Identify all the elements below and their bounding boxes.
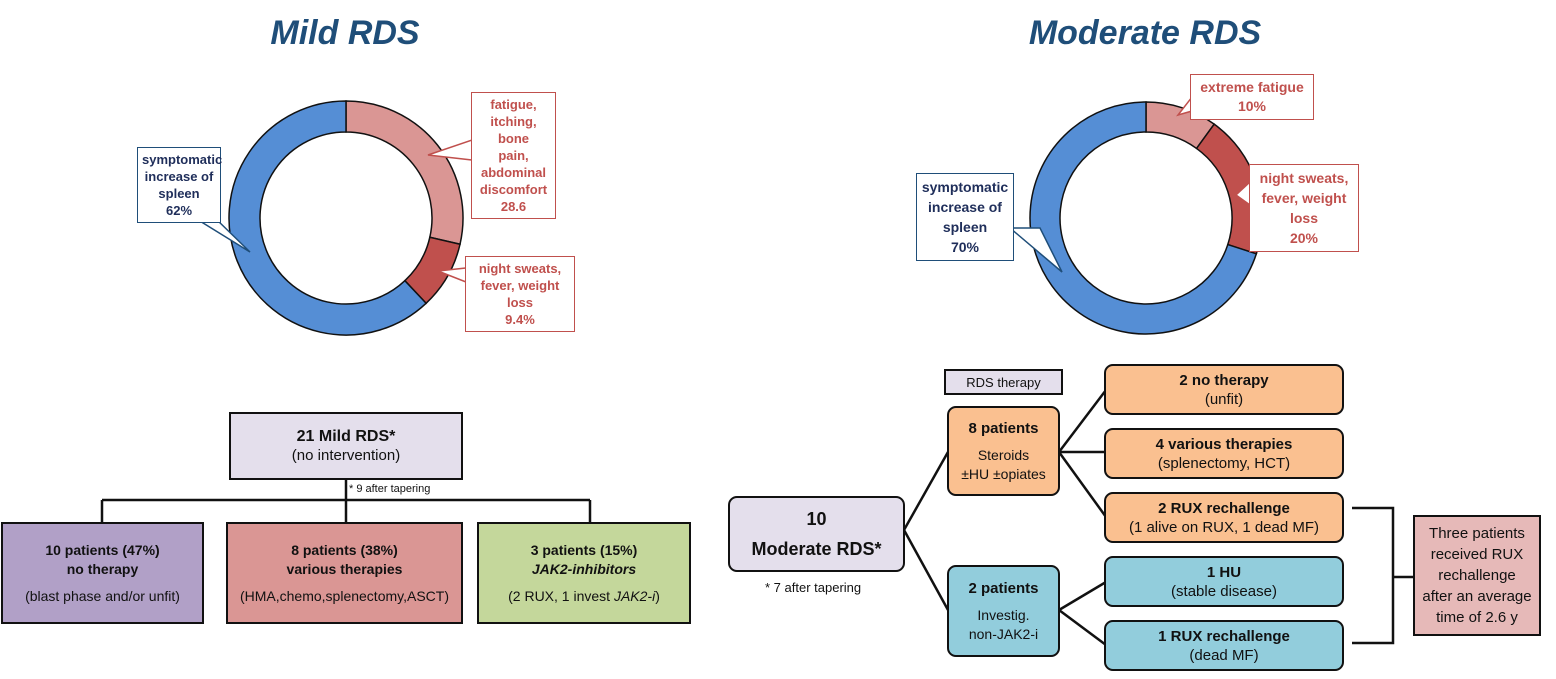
- moderate-root-box: 10 Moderate RDS*: [728, 496, 905, 572]
- outcome-title: 2 no therapy: [1179, 371, 1269, 389]
- root-title: 21 Mild RDS*: [296, 428, 396, 445]
- callout-line: spleen: [158, 186, 200, 201]
- branch-count: 3 patients (15%): [530, 541, 638, 558]
- callout-line: itching, bone: [490, 114, 537, 146]
- rux-summary-box: Three patients received RUX rechallenge …: [1413, 515, 1541, 636]
- detail-text: ): [655, 587, 660, 604]
- mild-branch-various: 8 patients (38%) various therapies (HMA,…: [226, 522, 463, 624]
- callout-line: pain,: [498, 148, 529, 163]
- mod-sweats-callout: night sweats, fever, weight loss 20%: [1249, 164, 1359, 252]
- outcome-title: 1 HU: [1206, 563, 1242, 581]
- group-detail: ±HU ±opiates: [961, 465, 1046, 482]
- outcome-detail: (stable disease): [1171, 582, 1277, 600]
- branch-count: 10 patients (47%): [45, 541, 160, 558]
- detail-text: (2 RUX, 1 invest: [508, 587, 614, 604]
- callout-line: discomfort: [479, 182, 548, 197]
- group-detail: non-JAK2-i: [968, 625, 1039, 642]
- moderate-footnote: * 7 after tapering: [765, 580, 862, 595]
- branch-detail: (HMA,chemo,splenectomy,ASCT): [239, 587, 449, 604]
- outcome-hu: 1 HU (stable disease): [1104, 556, 1344, 607]
- donut-slice-symptomatic: [1029, 101, 1258, 335]
- callout-line: symptomatic: [921, 179, 1009, 195]
- outcome-title: 2 RUX rechallenge: [1158, 499, 1290, 517]
- group-investig: 2 patients Investig. non-JAK2-i: [947, 565, 1060, 657]
- callout-line: 28.6: [500, 199, 527, 214]
- root-subtitle: (no intervention): [291, 447, 401, 464]
- mod-fatigue-callout: extreme fatigue 10%: [1190, 74, 1314, 120]
- group-title: 2 patients: [968, 579, 1039, 597]
- mild-fatigue-callout: fatigue, itching, bone pain, abdominal d…: [471, 92, 556, 219]
- mod-spleen-pointer: [1007, 227, 1063, 273]
- outcome-rux-rechallenge-1: 2 RUX rechallenge (1 alive on RUX, 1 dea…: [1104, 492, 1344, 543]
- legend-label: RDS therapy: [966, 374, 1041, 390]
- branch-label: no therapy: [66, 560, 139, 577]
- moderate-title: Moderate RDS: [1028, 14, 1262, 52]
- mild-sweats-callout: night sweats, fever, weight loss 9.4%: [465, 256, 575, 332]
- mild-root-box: 21 Mild RDS* (no intervention): [229, 412, 463, 480]
- donut-slice-symptomatic: [228, 100, 428, 336]
- callout-line: extreme fatigue: [1200, 79, 1304, 95]
- mild-footnote: * 9 after tapering: [349, 483, 431, 495]
- outcome-no-therapy: 2 no therapy (unfit): [1104, 364, 1344, 415]
- root-count: 10: [806, 509, 827, 529]
- summary-line: time of 2.6 y: [1436, 609, 1518, 626]
- callout-line: abdominal: [480, 165, 546, 180]
- outcome-detail: (1 alive on RUX, 1 dead MF): [1128, 518, 1320, 536]
- root-title: Moderate RDS*: [751, 539, 882, 559]
- callout-line: 10%: [1237, 98, 1267, 114]
- group-detail: Steroids: [977, 446, 1030, 463]
- mild-branch-jak2: 3 patients (15%) JAK2-inhibitors (2 RUX,…: [477, 522, 691, 624]
- summary-line: Three patients: [1429, 525, 1525, 542]
- outcome-title: 1 RUX rechallenge: [1158, 627, 1290, 645]
- branch-detail: (2 RUX, 1 invest JAK2-i): [508, 587, 660, 606]
- callout-line: increase of: [144, 169, 214, 184]
- group-detail: Investig.: [977, 606, 1030, 623]
- summary-line: after an average: [1422, 588, 1532, 605]
- callout-line: loss: [1289, 210, 1318, 226]
- detail-italic: JAK2-i: [613, 587, 656, 604]
- callout-line: 20%: [1289, 230, 1319, 246]
- outcome-rux-rechallenge-2: 1 RUX rechallenge (dead MF): [1104, 620, 1344, 671]
- donut-mild: [228, 100, 464, 336]
- outcome-detail: (dead MF): [1189, 646, 1259, 664]
- summary-line: rechallenge: [1438, 567, 1516, 584]
- branch-label: various therapies: [286, 560, 403, 577]
- branch-label: JAK2-inhibitors: [531, 560, 637, 577]
- outcome-detail: (splenectomy, HCT): [1157, 454, 1291, 472]
- callout-line: 70%: [950, 239, 980, 255]
- outcome-title: 4 various therapies: [1155, 435, 1293, 453]
- outcome-various: 4 various therapies (splenectomy, HCT): [1104, 428, 1344, 479]
- callout-line: increase of: [928, 199, 1002, 215]
- branch-count: 8 patients (38%): [291, 541, 398, 558]
- mod-spleen-callout: symptomatic increase of spleen 70%: [916, 173, 1014, 261]
- group-title: 8 patients: [968, 419, 1039, 437]
- callout-line: 62%: [165, 203, 193, 218]
- callout-line: fatigue,: [490, 97, 537, 112]
- mild-spleen-callout: symptomatic increase of spleen 62%: [137, 147, 223, 223]
- donut-moderate: [1029, 101, 1263, 335]
- callout-line: night sweats,: [478, 261, 562, 276]
- callout-line: symptomatic: [142, 152, 223, 167]
- callout-line: 9.4%: [505, 312, 535, 327]
- callout-line: fever, weight: [1261, 190, 1347, 206]
- mild-branch-no-therapy: 10 patients (47%) no therapy (blast phas…: [1, 522, 204, 624]
- callout-line: night sweats,: [1259, 170, 1349, 186]
- outcome-detail: (unfit): [1204, 390, 1244, 408]
- summary-line: received RUX: [1430, 546, 1524, 563]
- mild-title: Mild RDS: [270, 14, 420, 52]
- callout-line: fever, weight loss: [480, 278, 560, 310]
- rds-therapy-legend: RDS therapy: [944, 369, 1063, 395]
- callout-line: spleen: [942, 219, 988, 235]
- branch-detail: (blast phase and/or unfit): [25, 587, 180, 604]
- group-steroids: 8 patients Steroids ±HU ±opiates: [947, 406, 1060, 496]
